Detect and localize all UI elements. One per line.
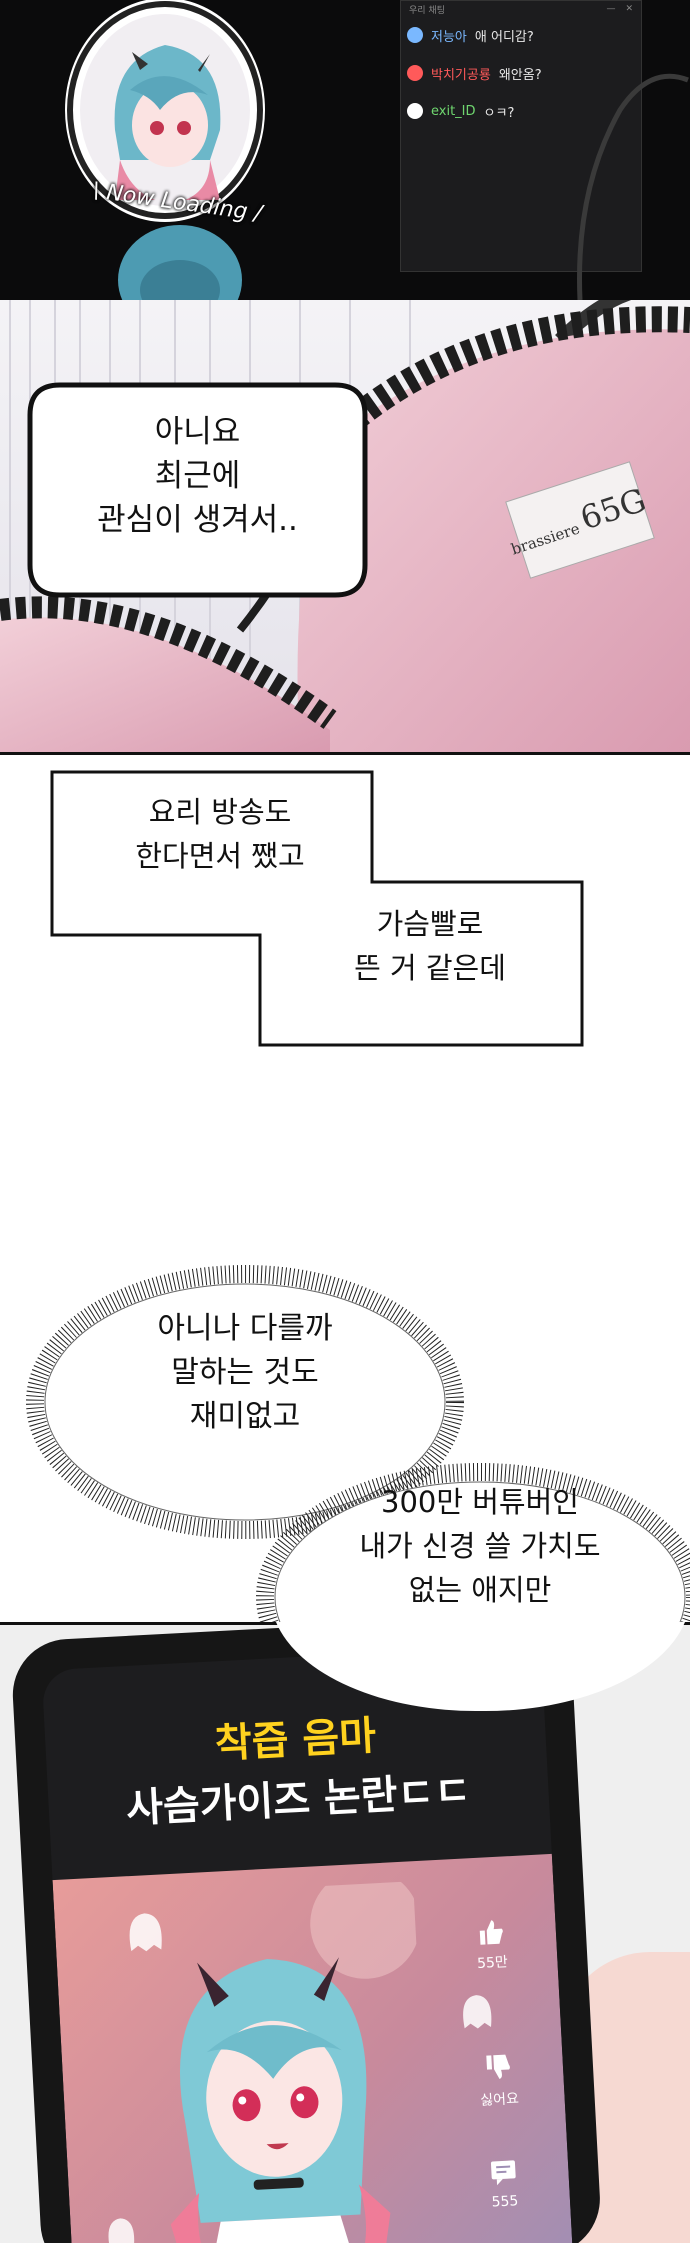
dislike-label: 싫어요 <box>479 2091 520 2110</box>
thumbs-down-icon[interactable] <box>482 2051 514 2083</box>
phone-body: 착즙 음마 사슴가이즈 논란ㄷㄷ <box>10 1622 603 2243</box>
bubble-4-line: 말하는 것도 <box>171 1355 319 1390</box>
chat-window-controls: —✕ <box>606 4 633 14</box>
thumbs-up-icon[interactable] <box>475 1916 507 1948</box>
close-icon[interactable]: ✕ <box>625 4 633 14</box>
speech-bubble-5-text: 300만 버튜버인 내가 신경 쓸 가치도 없는 애지만 <box>315 1480 645 1612</box>
bubble-1-line: 최근에 <box>154 458 241 494</box>
chat-message-list: 저능아 애 어디감? 박치기공룡 왜안옴? exit_ID ㅇㅋ? <box>401 17 641 143</box>
cable-line <box>577 73 689 300</box>
narration-box-shape <box>50 770 584 1047</box>
narration-1-line: 한다면서 쨌고 <box>135 839 305 873</box>
speech-bubble-1-shape <box>27 382 368 598</box>
phone-screen: 착즙 음마 사슴가이즈 논란ㄷㄷ <box>41 1644 575 2243</box>
bubble-1-line: 관심이 생겨서.. <box>97 502 298 538</box>
mirror-portrait <box>65 0 265 300</box>
narration-2-line: 뜬 거 같은데 <box>354 951 506 985</box>
panel-border-line <box>0 752 690 755</box>
chat-text: 애 어디감? <box>474 29 534 45</box>
ghost-icon <box>108 2218 135 2243</box>
chat-text: ㅇㅋ? <box>483 105 515 121</box>
chat-message: 박치기공룡 왜안옴? <box>407 61 635 85</box>
narration-text-2: 가슴빨로 뜬 거 같은데 <box>270 902 590 990</box>
ghost-icon <box>463 1995 492 2029</box>
narration-2-line: 가슴빨로 <box>376 907 484 941</box>
panel-bra: brassiere 65G 아니요 최근에 관심이 생겨서.. <box>0 300 690 752</box>
video-area[interactable]: 55만 싫어요 555 <box>52 1853 575 2243</box>
panel-phone: 착즙 음마 사슴가이즈 논란ㄷㄷ <box>0 1622 690 2243</box>
bubble-5-line: 없는 애지만 <box>408 1573 552 1607</box>
speech-bubble-1-text: 아니요 최근에 관심이 생겨서.. <box>40 410 355 542</box>
speech-bubble-5-top-shape <box>276 1622 685 1712</box>
user-avatar-dot <box>407 103 423 119</box>
chat-username: 박치기공룡 <box>431 67 491 83</box>
bubble-4-line: 아니나 다를까 <box>157 1311 333 1346</box>
chat-username: 저능아 <box>431 29 467 45</box>
chat-message: exit_ID ㅇㅋ? <box>407 99 635 123</box>
user-avatar-dot <box>407 27 423 43</box>
chat-message: 저능아 애 어디감? <box>407 23 635 47</box>
spiky-bubbles-shape <box>26 1265 690 1622</box>
comment-count: 555 <box>491 2193 519 2211</box>
comment-icon[interactable] <box>488 2156 520 2188</box>
loading-bracket-right: / <box>245 200 264 227</box>
narration-text-1: 요리 방송도 한다면서 쨌고 <box>70 790 370 878</box>
speech-bubble-4-text: 아니나 다를까 말하는 것도 재미없고 <box>110 1307 380 1439</box>
bubble-5-line: 내가 신경 쓸 가치도 <box>359 1529 601 1563</box>
panel-narration: 요리 방송도 한다면서 쨌고 가슴빨로 뜬 거 같은데 <box>0 752 690 1062</box>
vtuber-character <box>170 1881 421 2243</box>
bubble-1-line: 아니요 <box>154 414 241 450</box>
chat-window-title: 우리 채팅 <box>409 5 445 16</box>
ghost-icon <box>129 1913 162 1952</box>
bubble-4-line: 재미없고 <box>189 1399 301 1434</box>
likes-count: 55만 <box>476 1954 509 1972</box>
panel-thought: 아니나 다를까 말하는 것도 재미없고 <box>0 1062 690 1622</box>
user-avatar-dot <box>407 65 423 81</box>
chat-username: exit_ID <box>431 103 476 119</box>
minimize-icon[interactable]: — <box>606 4 616 14</box>
bubble-5-line: 300만 버튜버인 <box>381 1485 579 1519</box>
chat-titlebar: 우리 채팅 —✕ <box>401 1 641 17</box>
narration-1-line: 요리 방송도 <box>148 795 292 829</box>
chat-text: 왜안옴? <box>498 67 542 83</box>
